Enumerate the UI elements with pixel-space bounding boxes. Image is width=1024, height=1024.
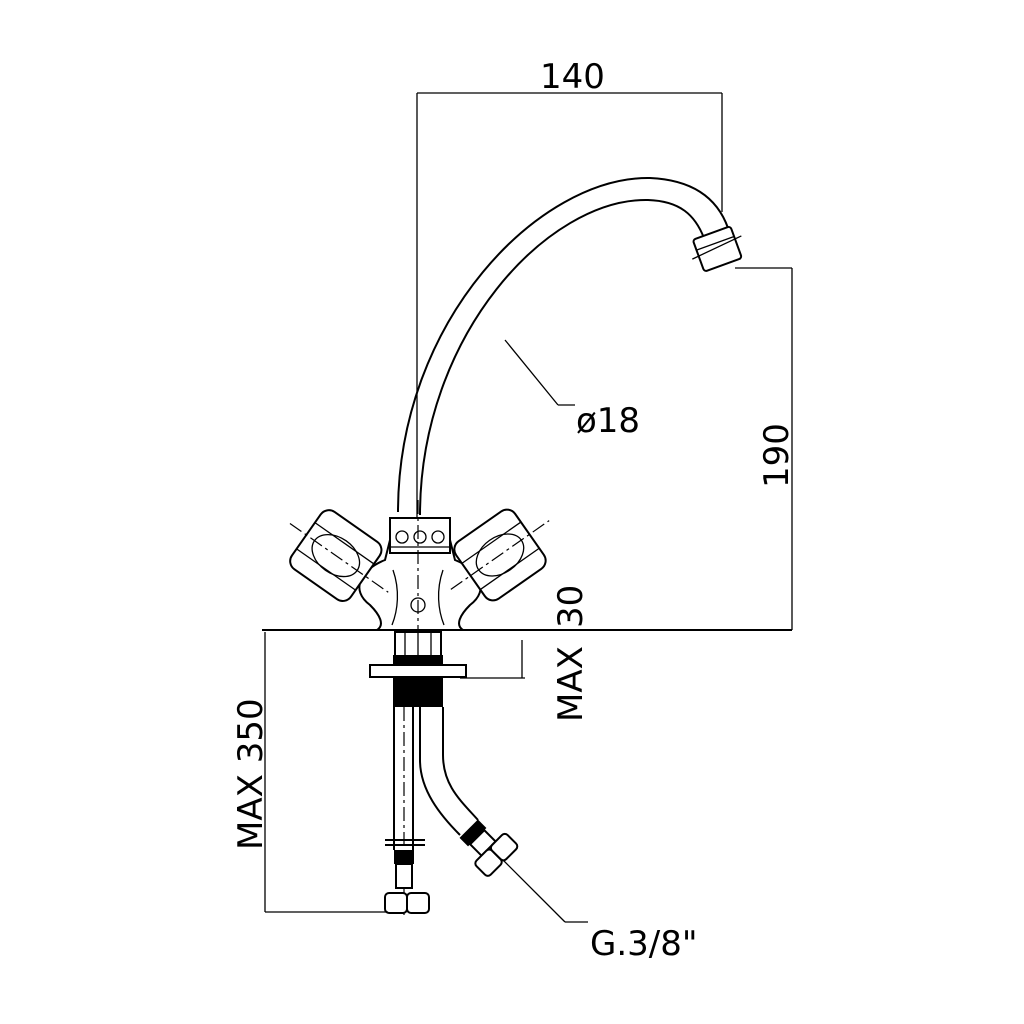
right-hose <box>419 707 519 877</box>
tap-body <box>358 500 482 650</box>
counter-thickness-prefix: MAX <box>551 646 591 722</box>
hose-length-label: MAX 350 <box>231 698 271 850</box>
height-label: 190 <box>757 423 797 488</box>
reach-label: 140 <box>540 57 605 97</box>
hose-length-dimension: MAX 350 <box>231 632 388 913</box>
height-dimension: 190 <box>735 267 797 630</box>
spout <box>397 176 743 516</box>
fixing-assembly <box>369 631 467 707</box>
diameter-label: ø18 <box>576 401 640 441</box>
left-handle <box>289 509 389 602</box>
counter-thickness-dimension: 30 MAX <box>460 585 591 722</box>
thread-callout: G.3/8" <box>502 859 698 964</box>
counter-thickness-value: 30 <box>551 585 591 628</box>
thread-label: G.3/8" <box>590 924 698 964</box>
reach-dimension: 140 <box>416 57 723 520</box>
diameter-callout: ø18 <box>504 339 640 441</box>
aerator <box>692 225 743 272</box>
left-hose <box>384 707 430 915</box>
right-handle <box>450 508 550 602</box>
